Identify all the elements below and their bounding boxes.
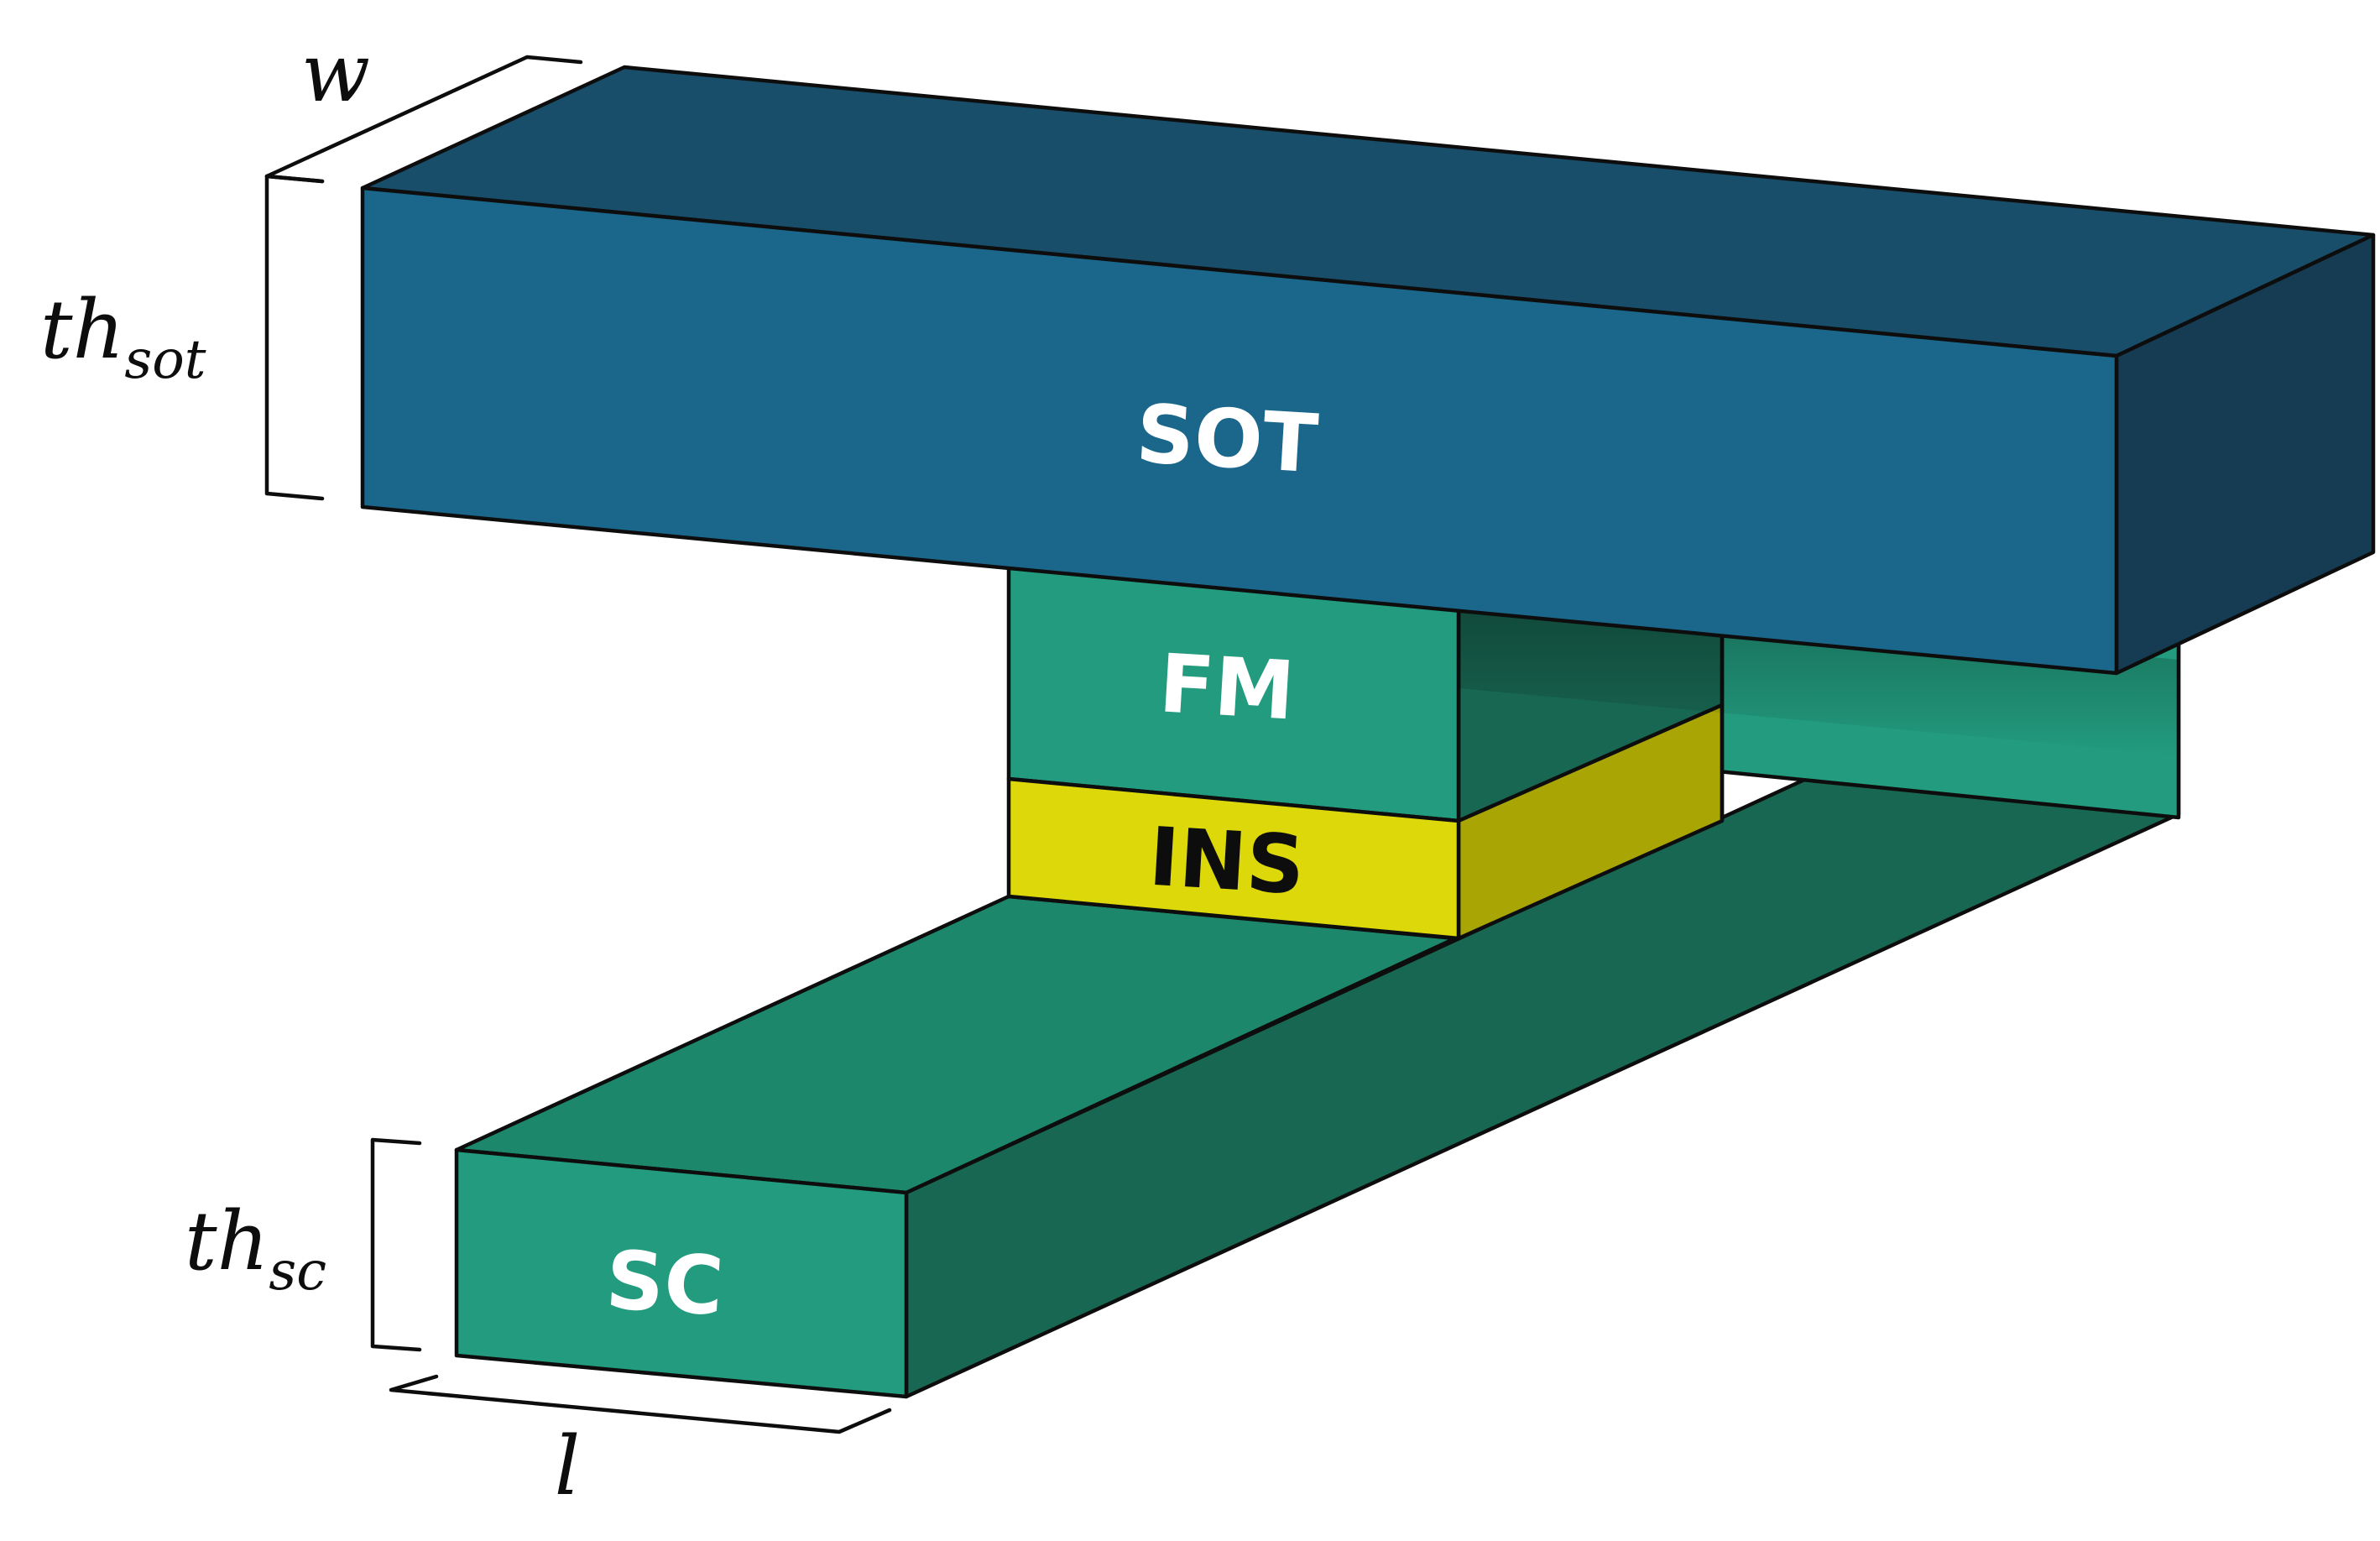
ins-front-face (1006, 776, 1461, 941)
fm-label: FM (1156, 636, 1297, 738)
sc-thickness-bracket (370, 1137, 422, 1352)
sot-block (360, 65, 2376, 676)
sot-label: SOT (1134, 387, 1320, 492)
length-bracket (389, 1374, 892, 1434)
ins-label: INS (1146, 810, 1307, 913)
sc-front-face (454, 1147, 909, 1399)
sot-thickness-bracket (264, 174, 325, 501)
sot-shadow (1459, 592, 2179, 755)
sot-thickness-label: thsot (40, 283, 206, 391)
sc-block (454, 605, 2181, 1399)
length-label: l (555, 1419, 581, 1513)
sc-thickness-label: thsc (185, 1194, 326, 1303)
sc-label: SC (603, 1233, 726, 1334)
width-label: w (301, 26, 370, 120)
sot-front-face (360, 185, 2119, 676)
